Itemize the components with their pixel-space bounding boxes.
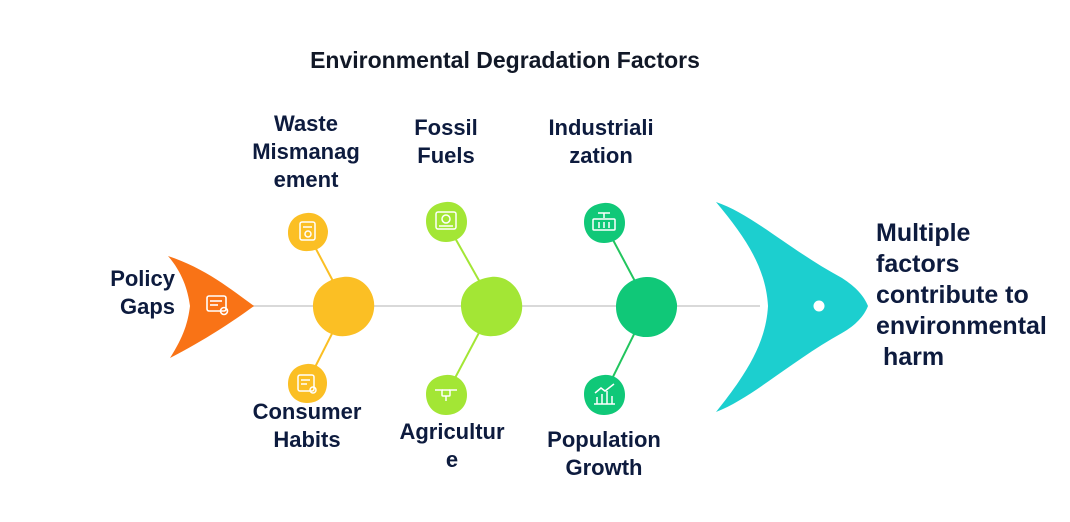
waste-document-icon [299,221,316,241]
fish-eye [813,300,825,312]
fish-tail [168,256,254,358]
node-yellow [312,276,375,337]
icon-node-bottom-2 [426,374,467,415]
growth-chart-icon [594,383,615,405]
result-label: Multiple factors contribute to environme… [876,219,1047,371]
node-green [616,276,678,338]
icon-node-top-3 [584,202,625,243]
icon-node-top-1 [288,212,328,252]
drone-icon [435,389,457,401]
node-lime [460,276,523,337]
policy-document-icon [206,295,229,316]
shopping-list-icon [297,374,317,394]
fish-head [716,202,868,412]
icon-node-bottom-1 [288,363,327,403]
factory-icon [592,212,616,231]
fuel-gauge-icon [435,211,457,230]
diagram-title: Environmental Degradation Factors [310,47,700,73]
icon-node-top-2 [426,201,467,242]
icon-node-bottom-3 [584,374,625,415]
